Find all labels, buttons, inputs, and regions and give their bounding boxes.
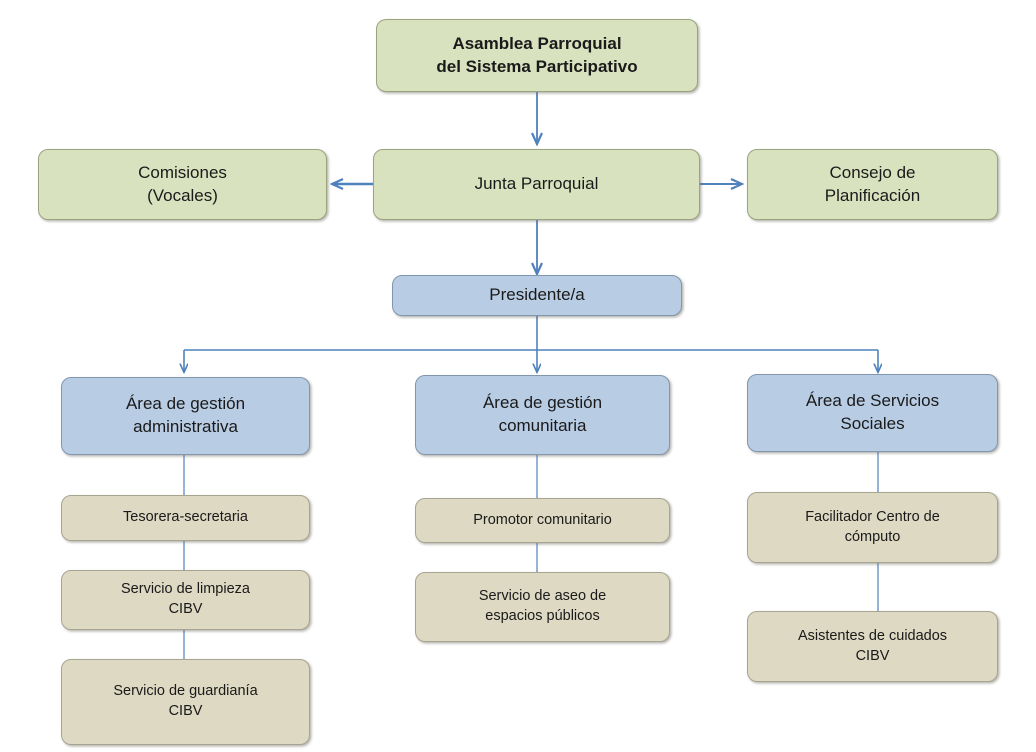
node-junta-parroquial[interactable]: Junta Parroquial [373,149,700,220]
node-tesorera-secretaria[interactable]: Tesorera-secretaria [61,495,310,541]
node-area-administrativa-line2: administrativa [133,417,238,436]
node-limpieza-line1: Servicio de limpieza [121,581,250,598]
node-presidente-label: Presidente/a [489,285,585,305]
node-junta-label: Junta Parroquial [474,174,599,194]
node-facilitador-label: Facilitador Centro de cómputo [756,508,989,547]
node-aseo-line1: Servicio de aseo de [478,588,607,605]
node-area-servicios-label: Área de Servicios Sociales [756,390,989,436]
node-area-gestion-administrativa[interactable]: Área de gestión administrativa [61,377,310,455]
node-consejo-line2: Planificación [824,185,921,205]
node-facilitador-line2: cómputo [844,528,901,545]
node-tesorera-label: Tesorera-secretaria [123,509,248,526]
node-promotor-label: Promotor comunitario [473,511,612,528]
node-presidente[interactable]: Presidente/a [392,275,682,316]
node-asistentes-line2: CIBV [855,647,890,664]
node-asamblea-line2: del Sistema Participativo [436,56,638,76]
node-asamblea-label: Asamblea Parroquial del Sistema Particip… [385,33,689,79]
node-consejo-label: Consejo de Planificación [756,162,989,208]
node-guardiania-line2: CIBV [168,703,203,719]
node-aseo-label: Servicio de aseo de espacios públicos [424,587,661,626]
node-asamblea-parroquial[interactable]: Asamblea Parroquial del Sistema Particip… [376,19,698,92]
node-asistentes-label: Asistentes de cuidados CIBV [756,627,989,666]
node-promotor-comunitario[interactable]: Promotor comunitario [415,498,670,543]
node-consejo-line1: Consejo de [829,162,916,182]
node-area-servicios-sociales[interactable]: Área de Servicios Sociales [747,374,998,452]
node-asamblea-line1: Asamblea Parroquial [452,33,622,53]
node-servicio-limpieza-cibv[interactable]: Servicio de limpieza CIBV [61,570,310,630]
node-area-comunitaria-label: Área de gestión comunitaria [424,392,661,438]
node-asistentes-cuidados-cibv[interactable]: Asistentes de cuidados CIBV [747,611,998,682]
node-guardiania-line1: Servicio de guardianía [113,683,258,700]
node-area-administrativa-label: Área de gestión administrativa [70,393,301,439]
node-comisiones-line1: Comisiones [138,162,227,182]
node-consejo-planificacion[interactable]: Consejo de Planificación [747,149,998,220]
node-area-gestion-comunitaria[interactable]: Área de gestión comunitaria [415,375,670,455]
node-limpieza-line2: CIBV [168,601,203,617]
node-area-comunitaria-line2: comunitaria [498,416,587,435]
node-area-servicios-line1: Área de Servicios [805,391,940,411]
node-area-administrativa-line1: Área de gestión [125,394,246,414]
node-limpieza-label: Servicio de limpieza CIBV [70,580,301,619]
node-facilitador-line1: Facilitador Centro de [805,508,940,525]
node-comisiones-label: Comisiones (Vocales) [47,162,318,208]
node-area-comunitaria-line1: Área de gestión [482,393,603,413]
node-facilitador-centro-computo[interactable]: Facilitador Centro de cómputo [747,492,998,563]
node-guardiania-label: Servicio de guardianía CIBV [70,682,301,721]
node-aseo-line2: espacios públicos [485,608,600,624]
node-asistentes-line1: Asistentes de cuidados [797,627,948,644]
node-comisiones-vocales[interactable]: Comisiones (Vocales) [38,149,327,220]
node-area-servicios-line2: Sociales [840,414,905,433]
node-servicio-aseo-espacios-publicos[interactable]: Servicio de aseo de espacios públicos [415,572,670,642]
node-comisiones-line2: (Vocales) [147,185,218,205]
node-servicio-guardiania-cibv[interactable]: Servicio de guardianía CIBV [61,659,310,745]
